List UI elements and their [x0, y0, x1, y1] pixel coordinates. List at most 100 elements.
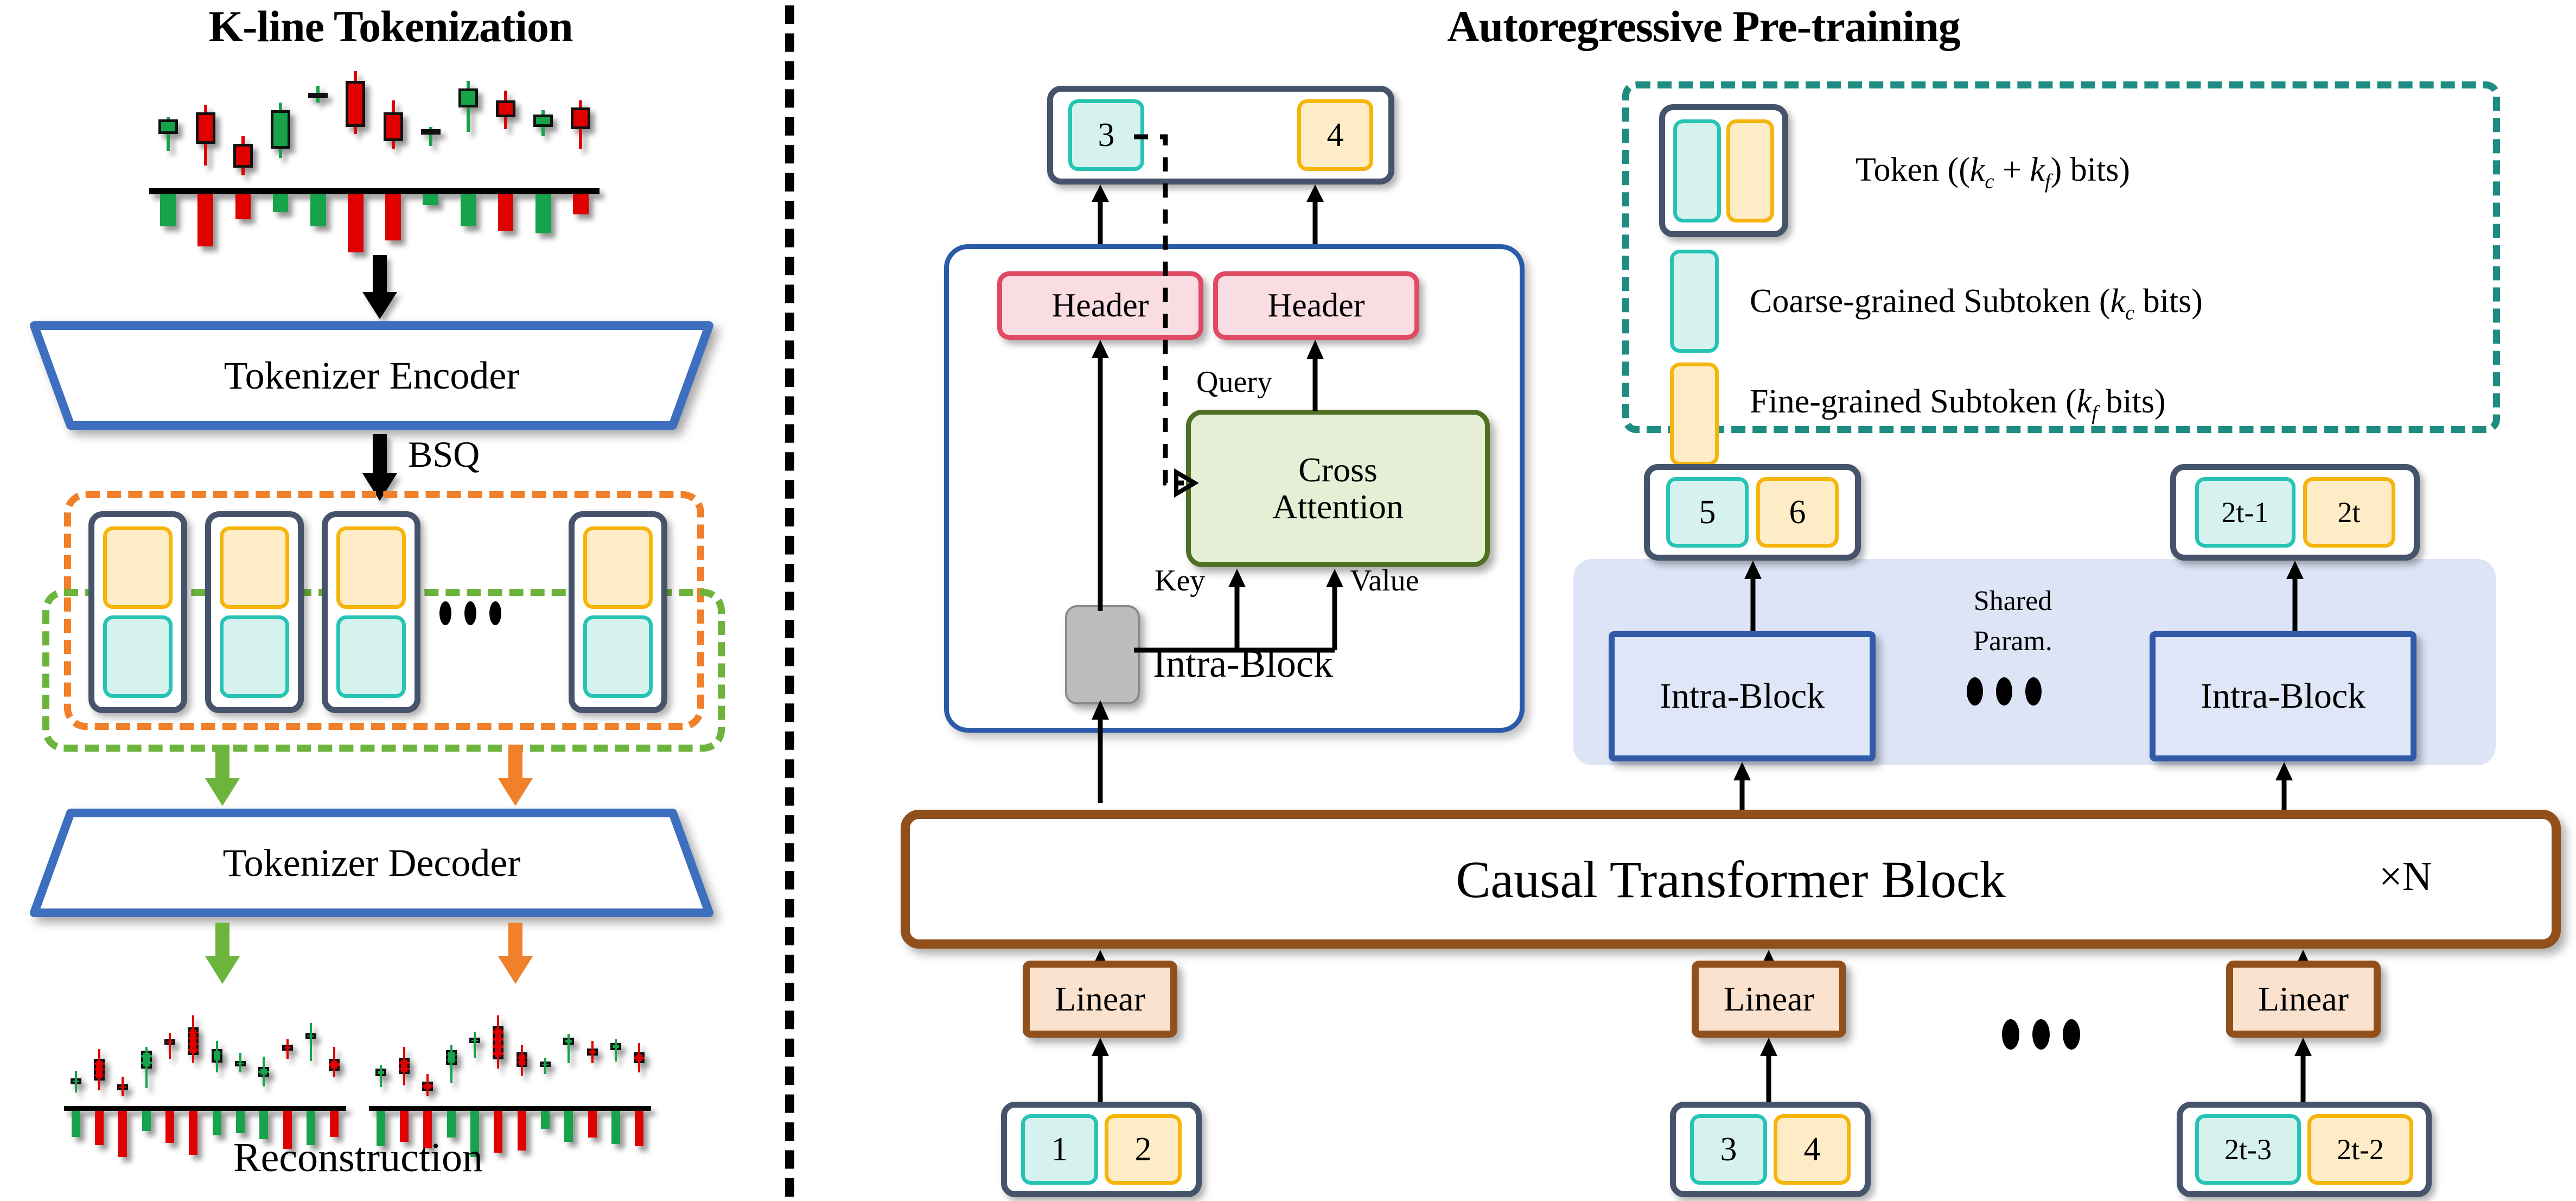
candle-body: [70, 1078, 81, 1085]
legend-label-token: Token ((kc + kf) bits): [1856, 151, 2130, 193]
hidden-state-box: [1065, 605, 1140, 704]
candle-body: [117, 1084, 129, 1091]
output-token-56: 5 6: [1644, 464, 1861, 561]
candle-body: [271, 110, 291, 149]
candle-body: [94, 1058, 105, 1081]
candle-body: [233, 143, 253, 168]
candle-wick: [615, 1039, 617, 1062]
token-group-all-dashed: [64, 491, 704, 730]
kline-chart-original: [149, 65, 600, 252]
volume-bar: [494, 1109, 503, 1153]
volume-bar: [541, 1109, 550, 1129]
chart-baseline: [149, 188, 600, 194]
candle-wick: [379, 1065, 382, 1088]
intra-block-2: Intra-Block: [2150, 631, 2416, 761]
volume-bar: [310, 191, 326, 227]
candle-body: [563, 1037, 575, 1045]
output-subtoken-coarse: 5: [1666, 477, 1749, 548]
output-subtoken-fine: 2t: [2303, 477, 2395, 548]
linear-block-3: Linear: [2226, 961, 2381, 1038]
legend-token-k1sub: c: [1985, 170, 1994, 193]
arrow-header2-to-output: [1304, 185, 1326, 244]
shared-param-label-line2: Param.: [1973, 626, 2052, 657]
legend-fine-pre: Fine-grained Subtoken (: [1750, 383, 2077, 420]
output-subtoken-coarse: 2t-1: [2195, 477, 2296, 548]
volume-bar: [635, 1109, 644, 1146]
cross-attention-box: Cross Attention: [1186, 410, 1490, 567]
output-subtoken-fine: 6: [1756, 477, 1839, 548]
volume-bar: [447, 1109, 456, 1138]
arrow-token2t-to-linear3: [2292, 1038, 2314, 1108]
output-token-2t: 2t-1 2t: [2170, 464, 2420, 561]
candle-body: [399, 1057, 410, 1075]
volume-bar: [160, 191, 176, 227]
arrow-encoder-to-tokens: [358, 434, 401, 502]
candle-wick: [310, 1023, 312, 1061]
candle-wick: [474, 1032, 476, 1058]
arrow-token34-to-linear2: [1758, 1038, 1780, 1108]
subtoken-coarse: [583, 615, 653, 698]
legend-coarse-post: bits): [2134, 283, 2203, 320]
header-box-fine: Header: [1213, 271, 1419, 340]
chart-baseline: [369, 1106, 651, 1111]
legend-coarse-pre: Coarse-grained Subtoken (: [1750, 283, 2110, 320]
repeat-n-label: ×N: [2379, 854, 2432, 899]
arrow-tokens-to-decoder-fine: [494, 745, 537, 807]
candle-wick: [429, 126, 432, 147]
kline-chart-reconstruction-b: [369, 1011, 651, 1157]
page-title-left: K-line Tokenization: [208, 2, 573, 51]
volume-bar: [283, 1109, 292, 1149]
volume-bar: [235, 191, 251, 220]
volume-bar: [259, 1109, 269, 1139]
arrow-query-dashed: [1134, 125, 1215, 498]
legend-fine-k1sub: f: [2092, 402, 2097, 425]
legend-label-coarse: Coarse-grained Subtoken (kc bits): [1750, 282, 2203, 325]
subtoken-fine: [583, 526, 653, 609]
arrow-intra2-to-token2t: [2284, 561, 2306, 631]
panel-divider: [785, 5, 794, 1197]
value-label: Value: [1350, 564, 1419, 598]
input-token-2t: 2t-3 2t-2: [2177, 1102, 2432, 1197]
input-subtoken-coarse: 1: [1021, 1114, 1098, 1185]
causal-transformer-block: Causal Transformer Block: [901, 810, 2561, 949]
candle-wick: [166, 117, 170, 151]
legend-token-k2: k: [2030, 151, 2045, 188]
candle-wick: [169, 1033, 171, 1059]
candle-body: [445, 1050, 457, 1065]
candle-body: [516, 1052, 527, 1067]
candle-body: [282, 1045, 293, 1051]
linear-row-ellipsis: [2002, 1019, 2080, 1050]
volume-bar: [517, 1109, 526, 1151]
volume-bar: [165, 1109, 174, 1143]
candle-body: [586, 1048, 598, 1056]
volume-bar: [376, 1109, 385, 1146]
legend-fine-post: bits): [2097, 383, 2166, 420]
volume-bar: [535, 191, 551, 234]
candle-body: [195, 112, 215, 144]
legend-fine-k1: k: [2076, 383, 2092, 420]
tokenizer-decoder-label: Tokenizer Decoder: [222, 841, 521, 885]
shared-param-label-line1: Shared: [1973, 586, 2052, 617]
candle-body: [571, 107, 591, 130]
tokenizer-encoder-label: Tokenizer Encoder: [224, 353, 520, 397]
volume-bar: [423, 1109, 432, 1148]
tokenizer-decoder-shape: Tokenizer Decoder: [27, 809, 716, 917]
volume-bar: [197, 191, 214, 247]
intra-block-1: Intra-Block: [1609, 631, 1876, 761]
arrow-decoder-to-recon-a: [201, 923, 244, 985]
output-token-34: 3 4: [1047, 86, 1394, 185]
legend-box: [1622, 81, 2500, 433]
legend-subtoken-fine: [1726, 119, 1774, 223]
candle-wick: [568, 1033, 570, 1064]
token-stack-n: [569, 511, 667, 713]
candle-body: [533, 115, 553, 127]
volume-bar: [385, 191, 401, 241]
candle-body: [540, 1061, 551, 1067]
arrow-decoder-to-recon-b: [494, 923, 537, 985]
candle-body: [346, 81, 366, 127]
legend-token-k1: k: [1969, 151, 1985, 188]
arrow-chart-to-encoder: [358, 255, 401, 320]
input-token-12: 1 2: [1001, 1102, 1202, 1197]
candle-body: [258, 1066, 270, 1077]
